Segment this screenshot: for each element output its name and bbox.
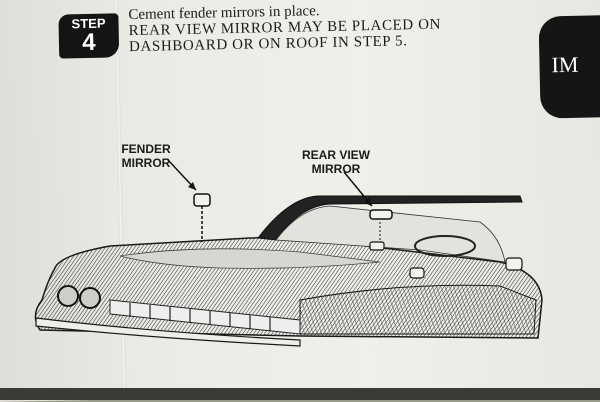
headlight-left	[57, 285, 79, 307]
rear-side-mirror	[505, 257, 523, 271]
rear-view-arrow-head	[364, 198, 372, 206]
label-line: MIRROR	[121, 156, 171, 170]
hood-highlight	[119, 248, 381, 269]
door-mirror	[409, 267, 425, 279]
label-line: MIRROR	[311, 162, 361, 176]
rear-view-mirror-roof	[369, 209, 393, 220]
rear-view-mirror-dash	[369, 241, 385, 251]
label-line: REAR VIEW	[301, 148, 370, 162]
rear-fender-panel	[299, 284, 537, 335]
front-grille	[109, 299, 301, 335]
grille-bars	[129, 303, 271, 331]
fender-mirror-label: FENDER MIRROR	[106, 142, 186, 170]
fender-mirror	[193, 193, 211, 207]
steering-wheel	[414, 235, 476, 257]
windshield-frame	[257, 195, 523, 241]
rear-view-mirror-label: REAR VIEW MIRROR	[286, 148, 386, 176]
fender-arrow-head	[188, 182, 196, 190]
headlight-right	[79, 287, 101, 309]
windshield-glass	[275, 205, 506, 263]
label-line: FENDER	[121, 142, 171, 156]
bottom-edge	[0, 388, 600, 400]
front-bumper	[35, 317, 301, 347]
